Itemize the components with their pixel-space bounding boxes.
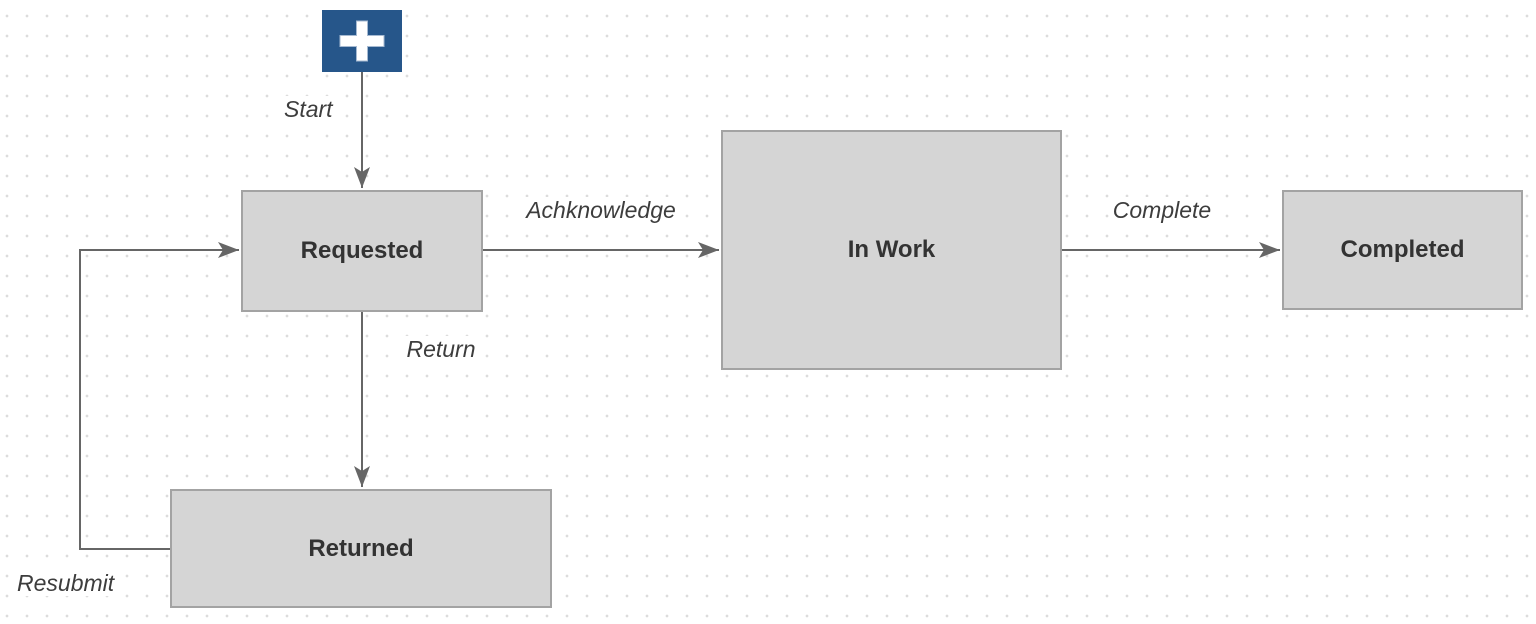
edge-label-return: Return (403, 336, 479, 362)
edge-label-resubmit: Resubmit (14, 570, 118, 596)
node-completed[interactable]: Completed (1282, 190, 1523, 310)
node-completed-label: Completed (1340, 236, 1465, 263)
node-returned-label: Returned (308, 534, 414, 562)
edge-label-acknowledge: Achknowledge (523, 197, 679, 223)
plus-icon (339, 20, 385, 62)
node-requested[interactable]: Requested (241, 190, 483, 312)
node-requested-label: Requested (300, 237, 424, 264)
node-returned[interactable]: Returned (170, 489, 552, 608)
node-start[interactable] (322, 10, 402, 72)
node-in-work-label: In Work (847, 236, 936, 263)
node-in-work[interactable]: In Work (721, 130, 1062, 370)
edge-label-start: Start (281, 96, 336, 122)
edge-label-complete: Complete (1109, 197, 1215, 223)
